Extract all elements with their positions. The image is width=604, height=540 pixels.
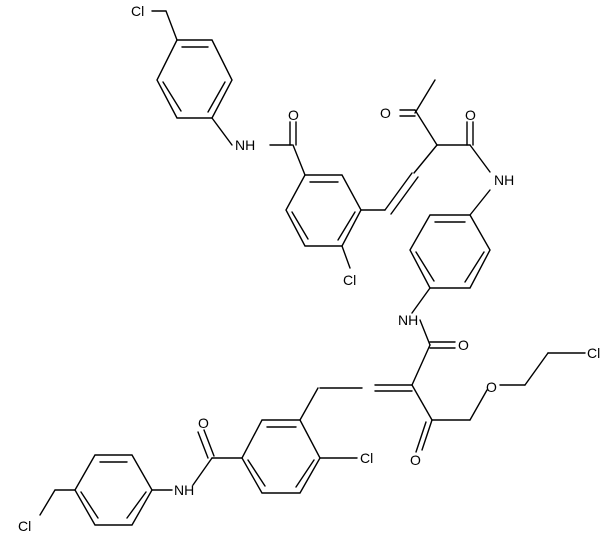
atom-nh-middle: NH bbox=[398, 312, 418, 328]
ring-top-left bbox=[156, 39, 233, 119]
bond-nh-ring-central bbox=[469, 189, 491, 216]
atom-cl-bottom-left: Cl bbox=[18, 518, 31, 534]
atom-o-bottom-keto: O bbox=[410, 452, 421, 468]
ring-central-double-bonds bbox=[415, 221, 485, 283]
atom-o-top-amide: O bbox=[288, 107, 299, 123]
ring-central bbox=[409, 214, 491, 289]
bond-ring-cl-top bbox=[341, 245, 351, 269]
bond-c-c-acetyl bbox=[414, 109, 438, 146]
bond-ring-nh-top bbox=[211, 117, 233, 146]
bond-carbonyl-nh-bottom bbox=[192, 457, 213, 486]
bond-carbonyl-o-top bbox=[289, 121, 297, 146]
bond-n-ring-bottom bbox=[299, 387, 319, 421]
ring-top-center bbox=[285, 174, 362, 247]
atom-o-middle-amide: O bbox=[458, 337, 469, 353]
atom-cl-top-ring: Cl bbox=[343, 272, 356, 288]
bond-carbonyl-o-middle bbox=[429, 341, 456, 349]
ring-bottom-center bbox=[241, 419, 321, 494]
atom-cl-bottom-ring: Cl bbox=[360, 450, 373, 466]
atom-nh-top-amide: NH bbox=[235, 137, 255, 153]
bond-carbonyl-ring-top bbox=[292, 144, 306, 176]
bond-amide-nh-top-right bbox=[469, 144, 491, 173]
ring-bottom-left-double-bonds bbox=[80, 461, 147, 519]
bond-acetyl-methyl bbox=[414, 79, 436, 114]
atom-cl-chloroethyl: Cl bbox=[587, 345, 600, 361]
bond-cl-ch2-top bbox=[151, 10, 178, 41]
ring-top-left-double-bonds bbox=[162, 46, 226, 113]
bond-ring-nh-central bbox=[411, 287, 431, 314]
bond-amide-o-top-right bbox=[466, 121, 474, 146]
bond-ring-ch2-bottom bbox=[39, 489, 76, 516]
ring-bottom-left bbox=[74, 454, 153, 526]
bond-c-keto bbox=[411, 384, 433, 421]
bond-n-c-top bbox=[413, 144, 438, 174]
atom-o-bottom-amide: O bbox=[198, 415, 209, 431]
atom-o-ether: O bbox=[486, 379, 497, 395]
bond-acetyl-o bbox=[399, 109, 416, 117]
bond-ch2-ch2-ether bbox=[524, 352, 549, 386]
bonds bbox=[39, 10, 586, 526]
atom-o-top-acetyl: O bbox=[380, 105, 391, 121]
bond-nh-carbonyl-middle bbox=[419, 319, 431, 346]
bond-ch2-o-ether bbox=[469, 389, 488, 421]
atom-nh-top-right: NH bbox=[494, 172, 514, 188]
atom-nh-bottom-amide: NH bbox=[174, 482, 194, 498]
azo-top bbox=[384, 172, 419, 215]
ring-top-center-double-bonds bbox=[291, 181, 356, 241]
bond-carbonyl-o-bottom bbox=[197, 429, 215, 459]
atom-cl-top-left: Cl bbox=[131, 3, 144, 19]
azo-bottom bbox=[374, 384, 413, 392]
bond-keto-o bbox=[415, 419, 433, 453]
atom-o-top-keto-amide: O bbox=[465, 107, 476, 123]
bond-c-c-middle bbox=[411, 344, 431, 386]
atom-labels: Cl NH O O O NH Cl NH O O Cl O O Cl NH Cl bbox=[18, 3, 600, 534]
ring-bottom-center-double-bonds bbox=[247, 426, 315, 488]
